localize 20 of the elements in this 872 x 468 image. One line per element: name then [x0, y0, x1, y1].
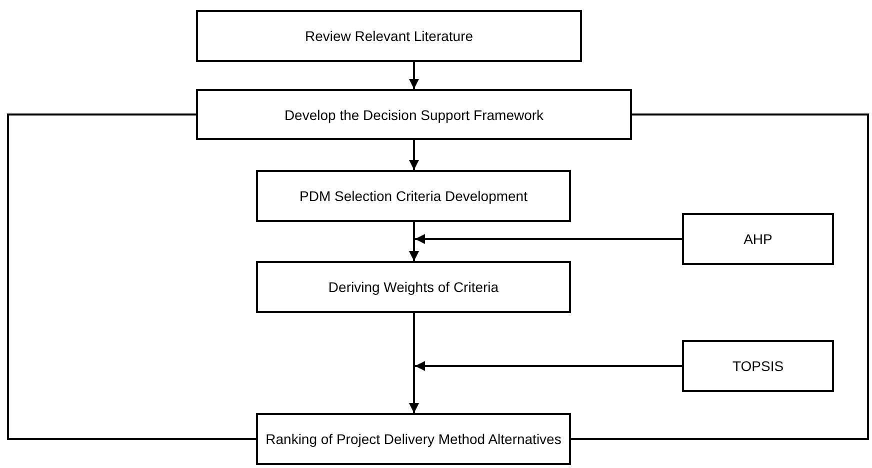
box-text: PDM Selection Criteria Development	[300, 188, 528, 204]
box-text: Review Relevant Literature	[304, 28, 474, 44]
process-box	[256, 170, 571, 222]
process-box	[256, 413, 571, 465]
arrow	[409, 140, 419, 170]
box-text: Develop the Decision Support Framework	[284, 106, 544, 122]
box-text: Deriving Weights of Criteria	[328, 279, 499, 295]
process-box	[196, 89, 632, 140]
process-box	[682, 213, 834, 265]
box-text: Ranking of Project Delivery Method Alternatives	[266, 431, 562, 447]
process-box	[196, 10, 582, 62]
box-text: AHP	[744, 231, 772, 247]
arrow	[409, 361, 683, 414]
process-box	[256, 261, 571, 313]
process-box	[682, 340, 834, 392]
arrow	[409, 62, 419, 89]
box-text: TOPSIS	[732, 358, 784, 374]
arrow	[409, 234, 683, 262]
connector-line	[571, 114, 869, 440]
connector-line	[7, 114, 256, 440]
